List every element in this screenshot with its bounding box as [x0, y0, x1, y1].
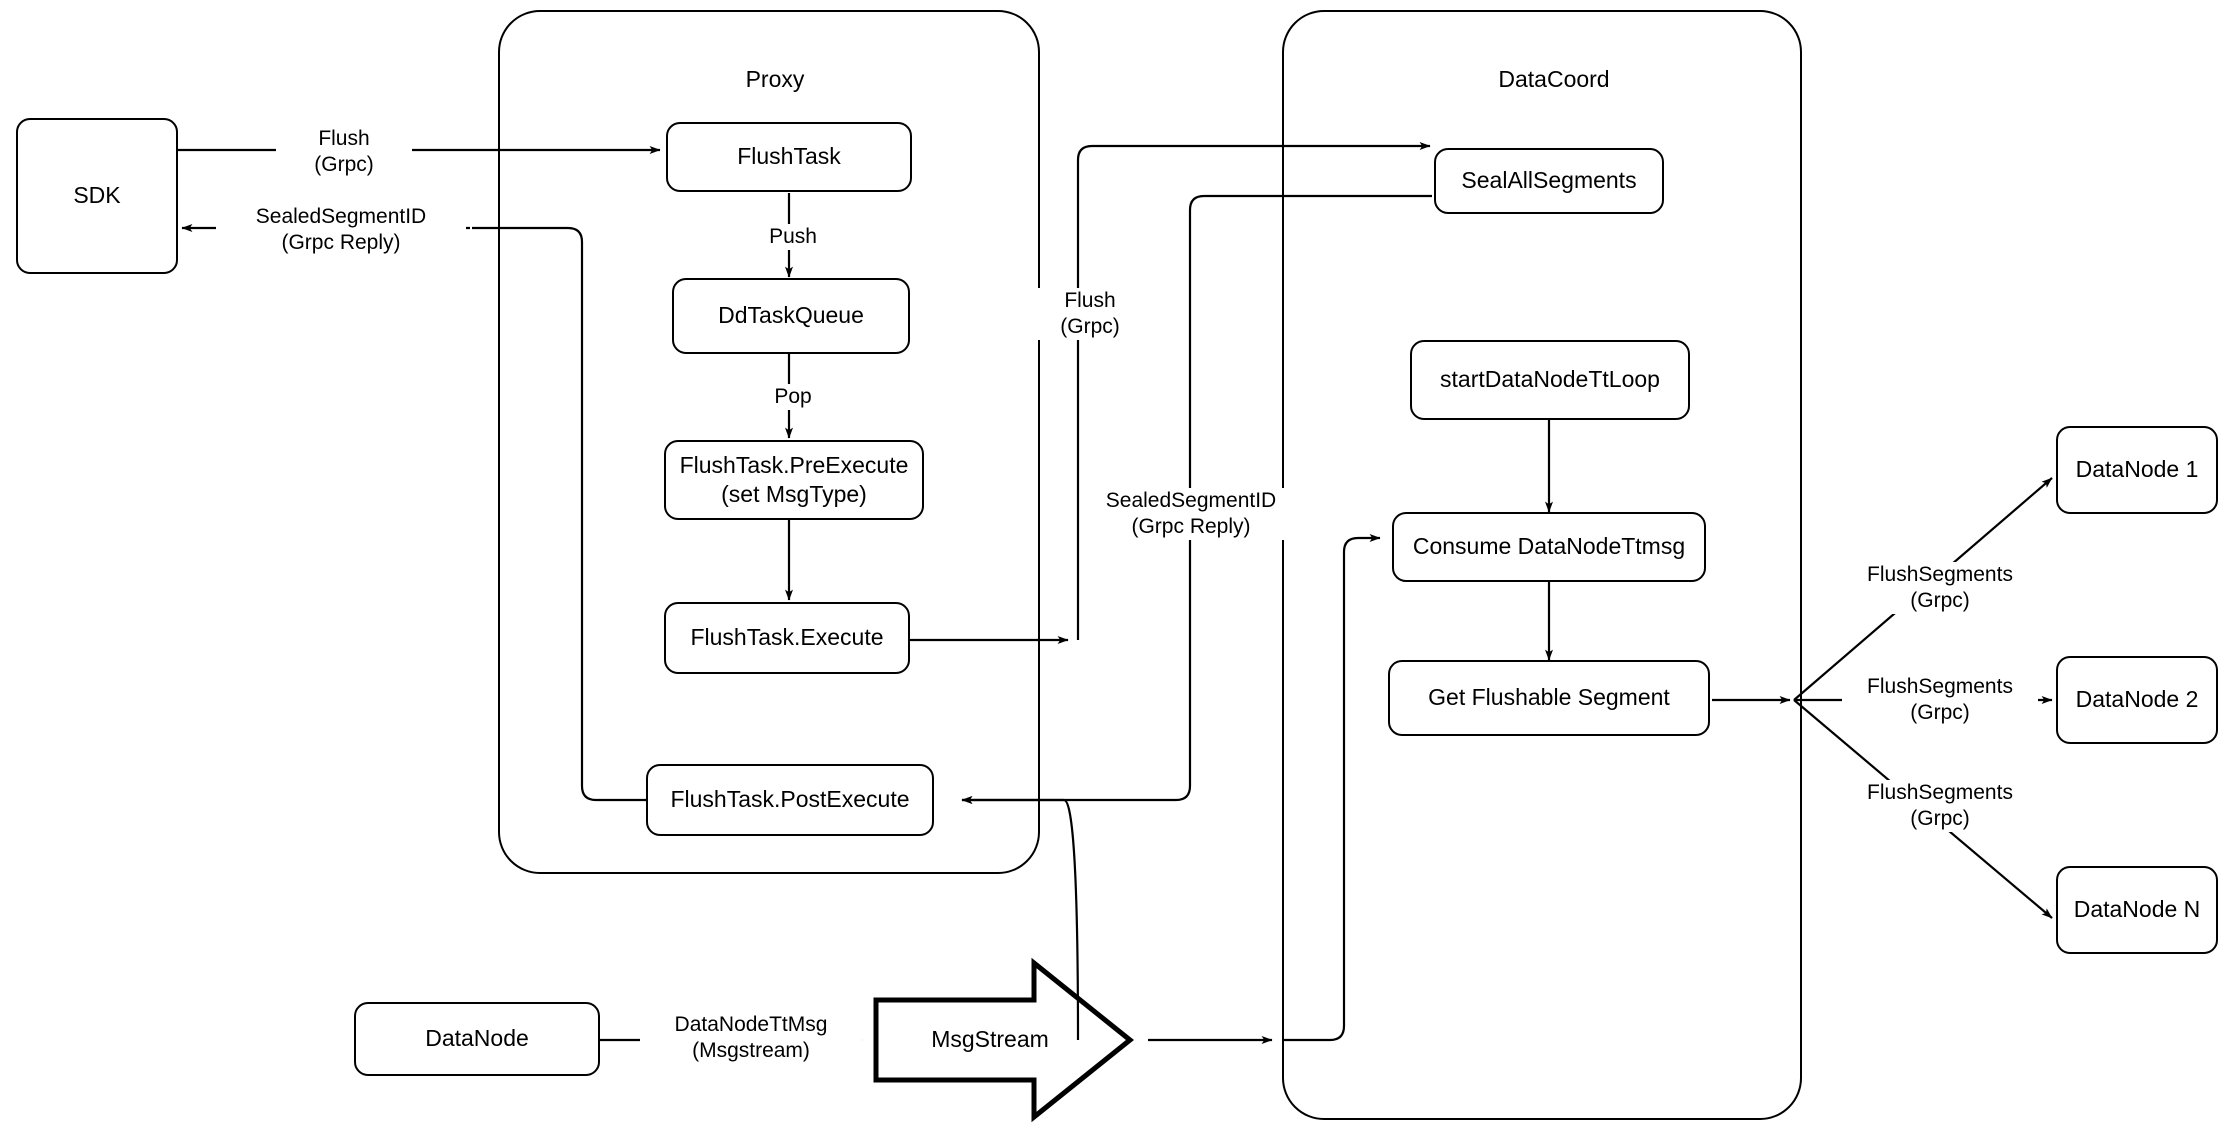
- node-datanode-2[interactable]: DataNode 2: [2056, 656, 2218, 744]
- node-consume-datanodettmsg[interactable]: Consume DataNodeTtmsg: [1392, 512, 1706, 582]
- node-flushtask[interactable]: FlushTask: [666, 122, 912, 192]
- edge-label-flush-segments-n: FlushSegments (Grpc): [1842, 780, 2038, 833]
- edge-label-datacoord-to-proxy: SealedSegmentID (Grpc Reply): [1082, 488, 1300, 541]
- node-sealallsegments[interactable]: SealAllSegments: [1434, 148, 1664, 214]
- node-flushtask-preexecute[interactable]: FlushTask.PreExecute (set MsgType): [664, 440, 924, 520]
- node-datanode-1[interactable]: DataNode 1: [2056, 426, 2218, 514]
- edge-label-flush-segments-2: FlushSegments (Grpc): [1842, 674, 2038, 727]
- node-startdatanodettloop[interactable]: startDataNodeTtLoop: [1410, 340, 1690, 420]
- edge-label-flush-segments-1: FlushSegments (Grpc): [1842, 562, 2038, 615]
- node-flushtask-postexecute[interactable]: FlushTask.PostExecute: [646, 764, 934, 836]
- node-sdk[interactable]: SDK: [16, 118, 178, 274]
- node-flushtask-preexecute-line1: FlushTask.PreExecute: [679, 451, 909, 478]
- node-get-flushable-segment[interactable]: Get Flushable Segment: [1388, 660, 1710, 736]
- node-flushtask-preexecute-line2: (set MsgType): [721, 481, 867, 507]
- edge-label-datanode-ttmsg: DataNodeTtMsg (Msgstream): [640, 1012, 862, 1065]
- node-datanode-bottom[interactable]: DataNode: [354, 1002, 600, 1076]
- edge-label-proxy-to-datacoord: Flush (Grpc): [1030, 288, 1150, 341]
- node-ddtaskqueue[interactable]: DdTaskQueue: [672, 278, 910, 354]
- edge-label-push: Push: [744, 224, 842, 251]
- datacoord-container-title: DataCoord: [1478, 66, 1630, 93]
- edge-label-proxy-to-sdk: SealedSegmentID (Grpc Reply): [216, 204, 466, 257]
- edge-label-pop: Pop: [748, 384, 838, 411]
- msgstream-label: MsgStream: [931, 1026, 1049, 1052]
- edge-label-sdk-to-proxy: Flush (Grpc): [276, 126, 412, 179]
- proxy-container-title: Proxy: [726, 66, 824, 93]
- node-flushtask-execute[interactable]: FlushTask.Execute: [664, 602, 910, 674]
- node-datanode-n[interactable]: DataNode N: [2056, 866, 2218, 954]
